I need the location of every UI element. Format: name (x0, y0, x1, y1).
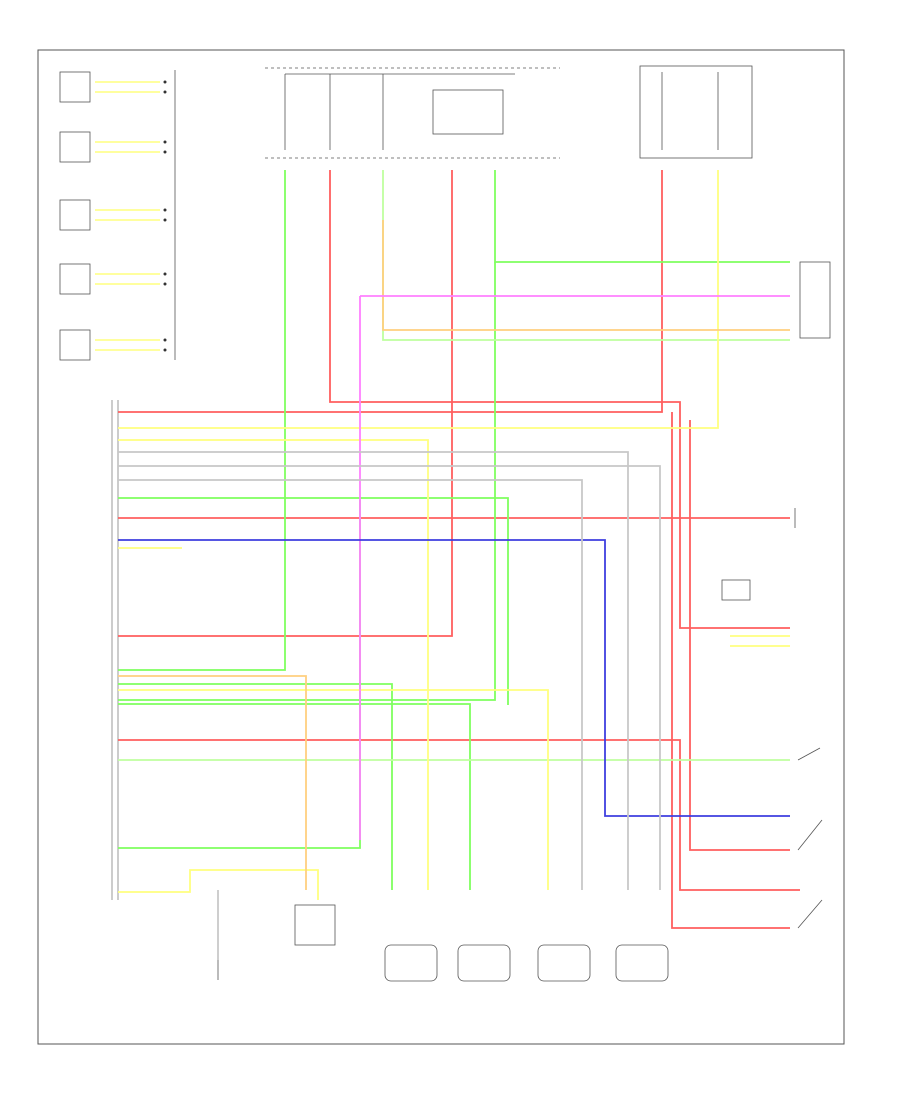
connector-box-5 (59, 329, 91, 361)
wire-green-5 (118, 703, 471, 890)
wire-green-4 (118, 683, 393, 890)
wire-gray-2 (118, 465, 661, 890)
wire-red-1 (329, 170, 790, 629)
right-mode-motor (615, 944, 669, 982)
wire-yellow-2 (118, 439, 429, 890)
left-temp-motor (384, 944, 438, 982)
in-car-temp-sensor (294, 904, 336, 946)
wire-yellow-1 (118, 170, 719, 429)
wires (118, 170, 800, 960)
wire-orange-2 (118, 675, 307, 890)
diagram-frame (37, 49, 845, 1045)
connector-group-left (59, 70, 176, 361)
connector-yellow-stubs (95, 81, 160, 351)
wire-green-8 (382, 170, 790, 341)
wire-red-7 (689, 420, 790, 851)
wire-red-6 (118, 170, 453, 637)
left-mode-motor (537, 944, 591, 982)
wire-green-9 (118, 497, 509, 705)
wire-green-3 (118, 262, 496, 701)
wire-green-2 (494, 170, 790, 263)
connector-pins-left (163, 80, 167, 352)
wire-red-4 (118, 739, 800, 891)
wire-gray-1 (118, 451, 629, 890)
connector-box-2 (59, 131, 91, 163)
underhood-fuse-box (265, 67, 560, 159)
wire-orange-1 (382, 220, 790, 331)
wire-green-1 (118, 170, 286, 671)
connector-box-4 (59, 263, 91, 295)
wire-blue-1 (118, 539, 790, 817)
wire-red-5 (671, 412, 790, 929)
components-bottom (217, 904, 669, 982)
connector-box-3 (59, 199, 91, 231)
module-pin-column (111, 400, 119, 900)
fuse-panel (639, 65, 753, 159)
defroster-switch (797, 747, 821, 761)
recirculation-switch (797, 819, 823, 851)
components-right (721, 261, 831, 929)
connector-box-1 (59, 71, 91, 103)
ac-pressure-switch (797, 899, 823, 929)
wire-green-7 (118, 500, 361, 849)
wire-yellow-5 (118, 869, 319, 900)
blower-speed-controller (721, 579, 751, 601)
wire-gray-3 (118, 479, 583, 890)
blower-motor-relay (799, 261, 831, 339)
wire-red-2 (118, 170, 663, 413)
wire-yellow-3 (118, 689, 549, 890)
right-temp-motor (457, 944, 511, 982)
